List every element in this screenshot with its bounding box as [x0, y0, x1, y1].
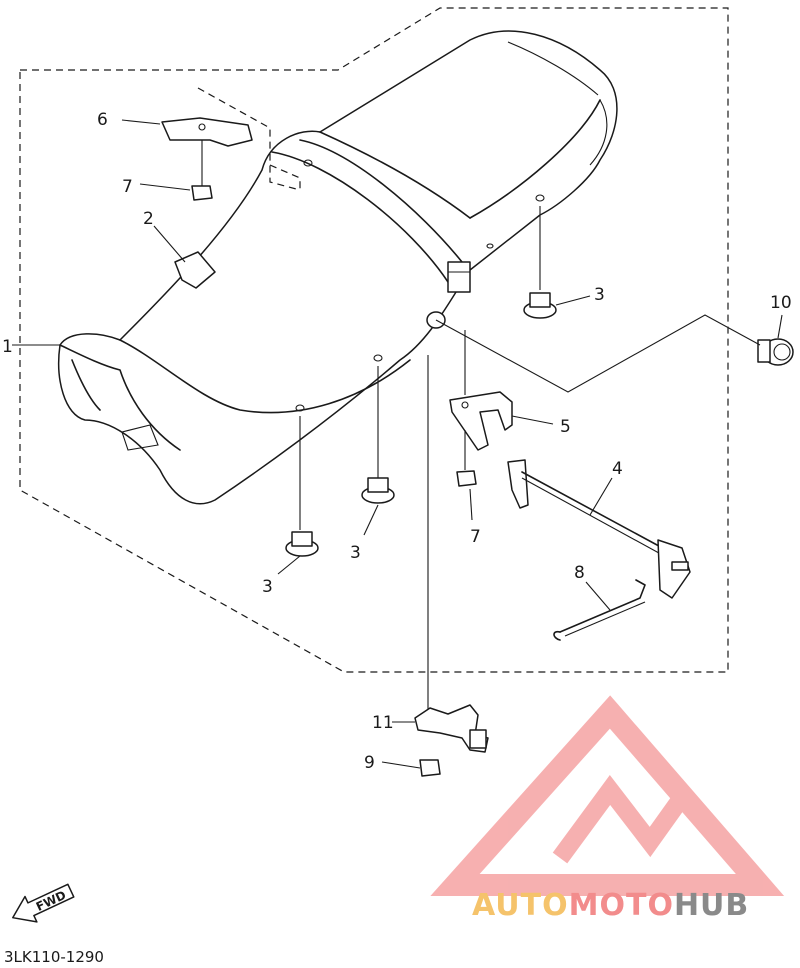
leader-part-4	[589, 477, 613, 516]
damper-part-3-mid	[361, 366, 395, 504]
assembly-boundary	[19, 7, 729, 673]
label-part-4: 4	[612, 459, 623, 479]
bracket-part-6	[161, 87, 301, 191]
leader-part-3-mid	[363, 504, 379, 536]
leader-part-3-left	[277, 555, 301, 575]
seat-body	[58, 30, 618, 505]
label-part-3-right: 3	[594, 285, 605, 305]
grommet-part-10	[757, 338, 794, 366]
damper-part-3-right	[523, 206, 557, 319]
nut-part-7-upper	[191, 140, 213, 201]
damper-part-3-left	[285, 416, 319, 557]
nut-part-7-lower	[456, 430, 477, 487]
label-part-7-lower: 7	[470, 527, 481, 547]
label-part-6: 6	[97, 110, 108, 130]
leader-part-2	[153, 225, 186, 263]
watermark-segment-auto: AUTO	[472, 888, 569, 923]
leader-part-10	[435, 314, 761, 393]
label-part-11: 11	[372, 713, 394, 733]
leader-part-6	[121, 119, 161, 125]
watermark-logo-icon	[430, 695, 785, 896]
latch-part-11	[414, 355, 489, 753]
leader-part-3-right	[555, 295, 591, 306]
watermark-text: AUTOMOTOHUB	[472, 888, 749, 923]
label-part-8: 8	[574, 563, 585, 583]
leader-part-7-upper	[139, 183, 191, 191]
leader-part-7-lower	[469, 488, 473, 521]
leader-part-9	[381, 761, 421, 769]
label-part-3-left: 3	[262, 577, 273, 597]
hook-part-5	[449, 330, 513, 451]
leader-part-10-label	[777, 314, 783, 339]
spring-wire-part-8	[553, 579, 646, 641]
label-part-10: 10	[770, 293, 792, 313]
watermark-segment-hub: HUB	[674, 888, 749, 923]
fwd-arrow-icon: FWD	[12, 883, 75, 923]
label-part-7-upper: 7	[122, 177, 133, 197]
leader-part-8	[585, 581, 611, 611]
nut-part-9	[419, 759, 441, 777]
label-part-5: 5	[560, 417, 571, 437]
watermark-segment-moto: MOTO	[569, 888, 674, 923]
label-part-1: 1	[2, 337, 13, 357]
label-part-3-mid: 3	[350, 543, 361, 563]
lock-rod-part-4	[507, 459, 691, 599]
leader-part-5	[511, 415, 554, 425]
label-part-9: 9	[364, 753, 375, 773]
label-part-2: 2	[143, 209, 154, 229]
diagram-code: 3LK110-1290	[4, 948, 104, 966]
